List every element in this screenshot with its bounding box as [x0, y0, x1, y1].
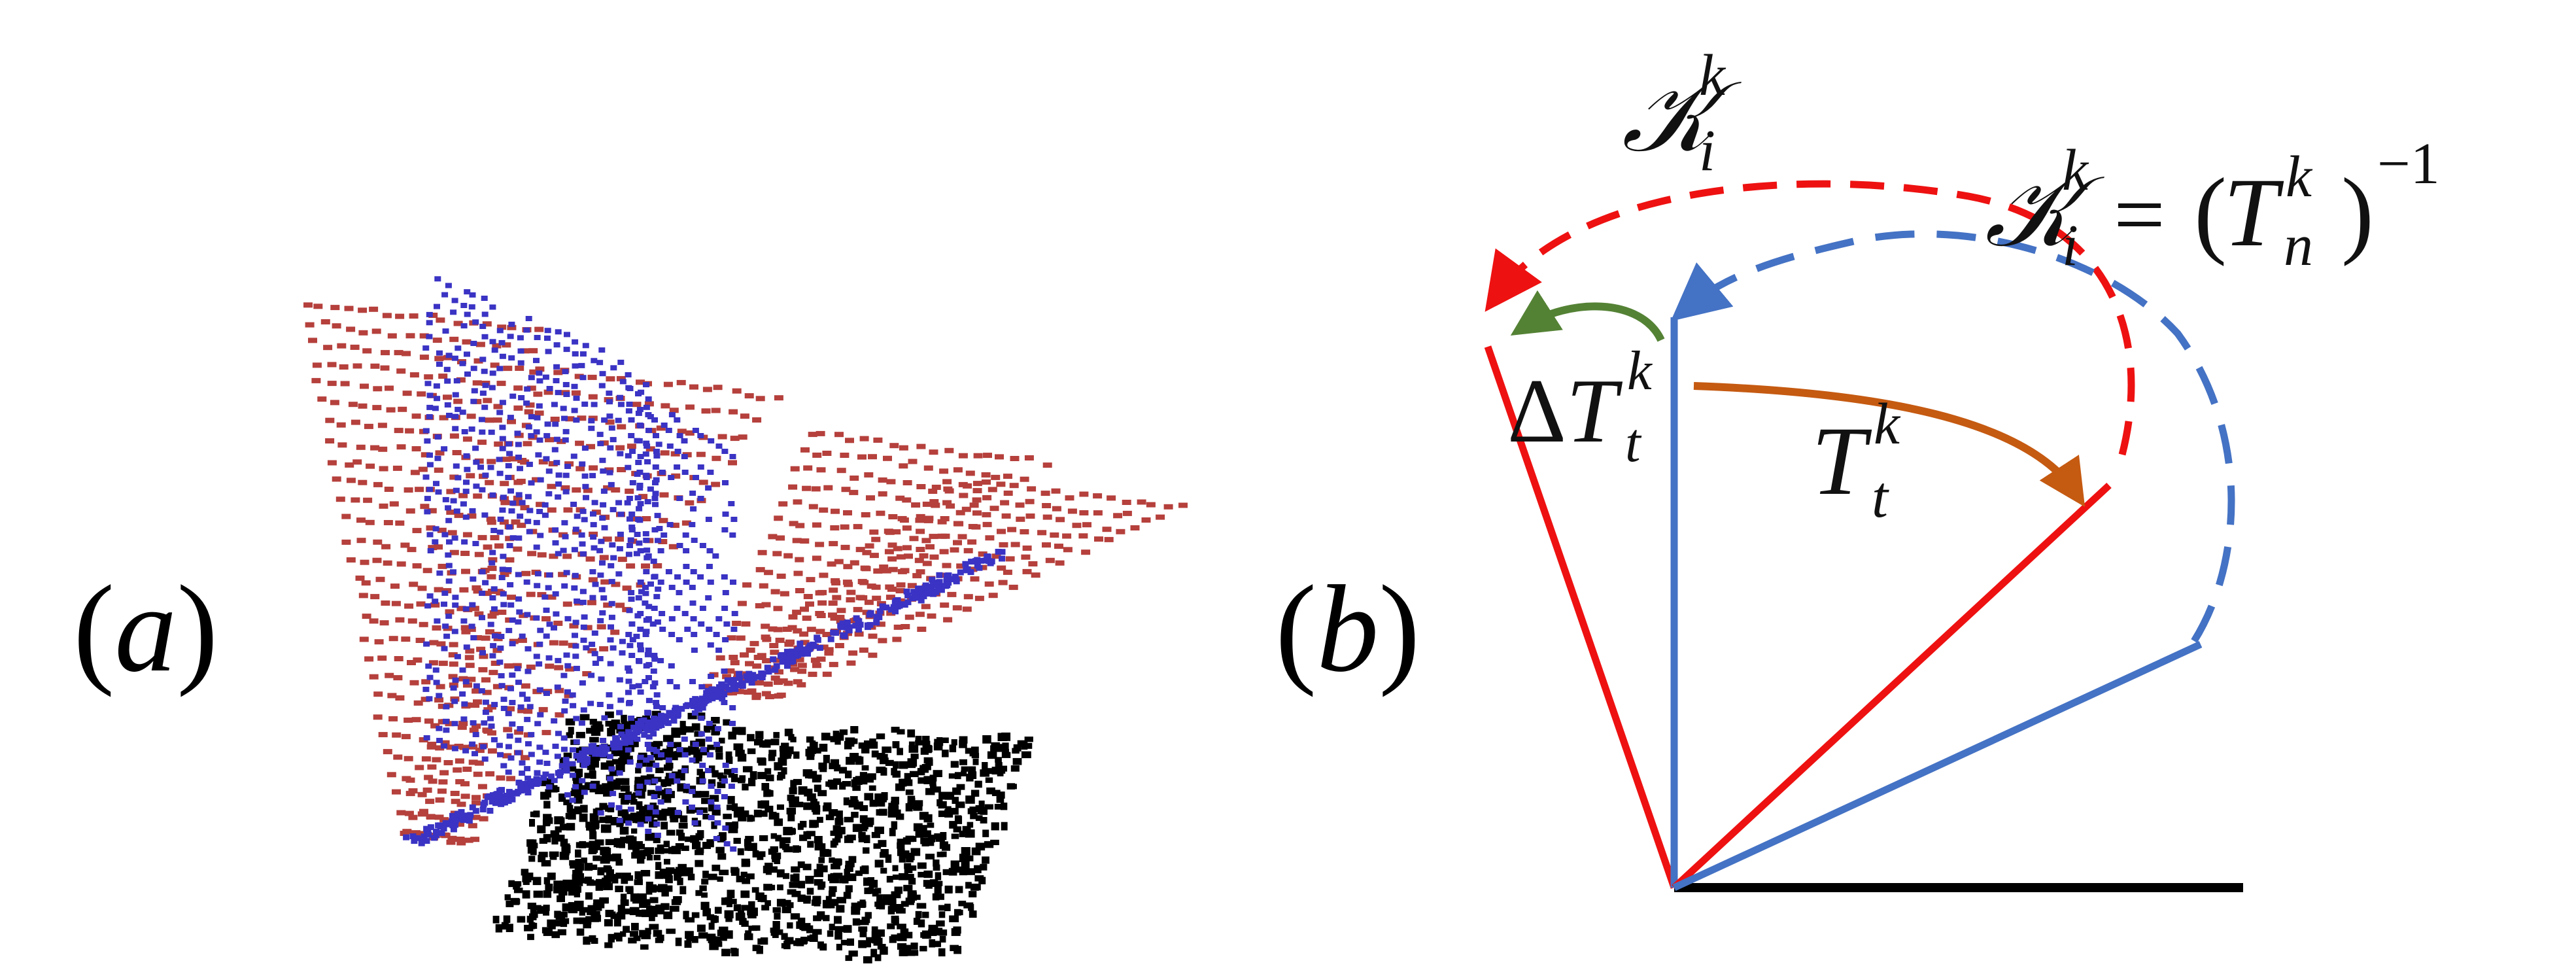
svg-text:n: n	[2284, 213, 2313, 278]
orange-arrow	[1693, 382, 2086, 508]
red-dashed-arrow	[1485, 180, 2135, 456]
blue-diagonal-axis	[1672, 641, 2203, 891]
svg-text:k: k	[2062, 138, 2089, 203]
svg-text:k: k	[1627, 340, 1653, 402]
panel-a: (a)	[73, 276, 1188, 963]
svg-text:k: k	[1699, 43, 1726, 108]
svg-text:k: k	[2286, 145, 2313, 209]
svg-text:T: T	[2224, 158, 2284, 267]
green-arrow	[1510, 290, 1665, 342]
red-left-axis	[1484, 345, 1678, 889]
panel-b: (b) 𝒦 k i 𝒦 k i = ( T k	[1275, 43, 2440, 892]
svg-text:): )	[2341, 158, 2374, 267]
label-t-t: T k t	[1812, 392, 1901, 530]
label-k-equation: 𝒦 k i = ( T k n ) −1	[1985, 131, 2440, 278]
svg-text:(: (	[2194, 158, 2227, 267]
svg-text:T: T	[1812, 407, 1872, 515]
svg-text:i: i	[2062, 213, 2078, 278]
svg-text:Δ: Δ	[1507, 360, 1566, 462]
svg-text:T: T	[1566, 360, 1623, 462]
blue-dashed-arrow	[1670, 230, 2235, 643]
label-delta-t: Δ T k t	[1507, 340, 1653, 474]
svg-text:t: t	[1872, 465, 1889, 530]
blue-point-cloud	[403, 276, 1006, 852]
svg-text:−1: −1	[2377, 131, 2440, 196]
red-diagonal-axis	[1672, 482, 2112, 891]
panel-b-label: (b)	[1275, 561, 1420, 698]
svg-text:=: =	[2114, 164, 2165, 266]
black-ground-point-cloud	[492, 710, 1033, 963]
svg-text:k: k	[1874, 392, 1901, 457]
label-k-top: 𝒦 k i	[1622, 43, 1742, 183]
panel-a-label: (a)	[73, 561, 218, 698]
svg-text:i: i	[1699, 118, 1715, 183]
svg-text:t: t	[1625, 412, 1642, 474]
